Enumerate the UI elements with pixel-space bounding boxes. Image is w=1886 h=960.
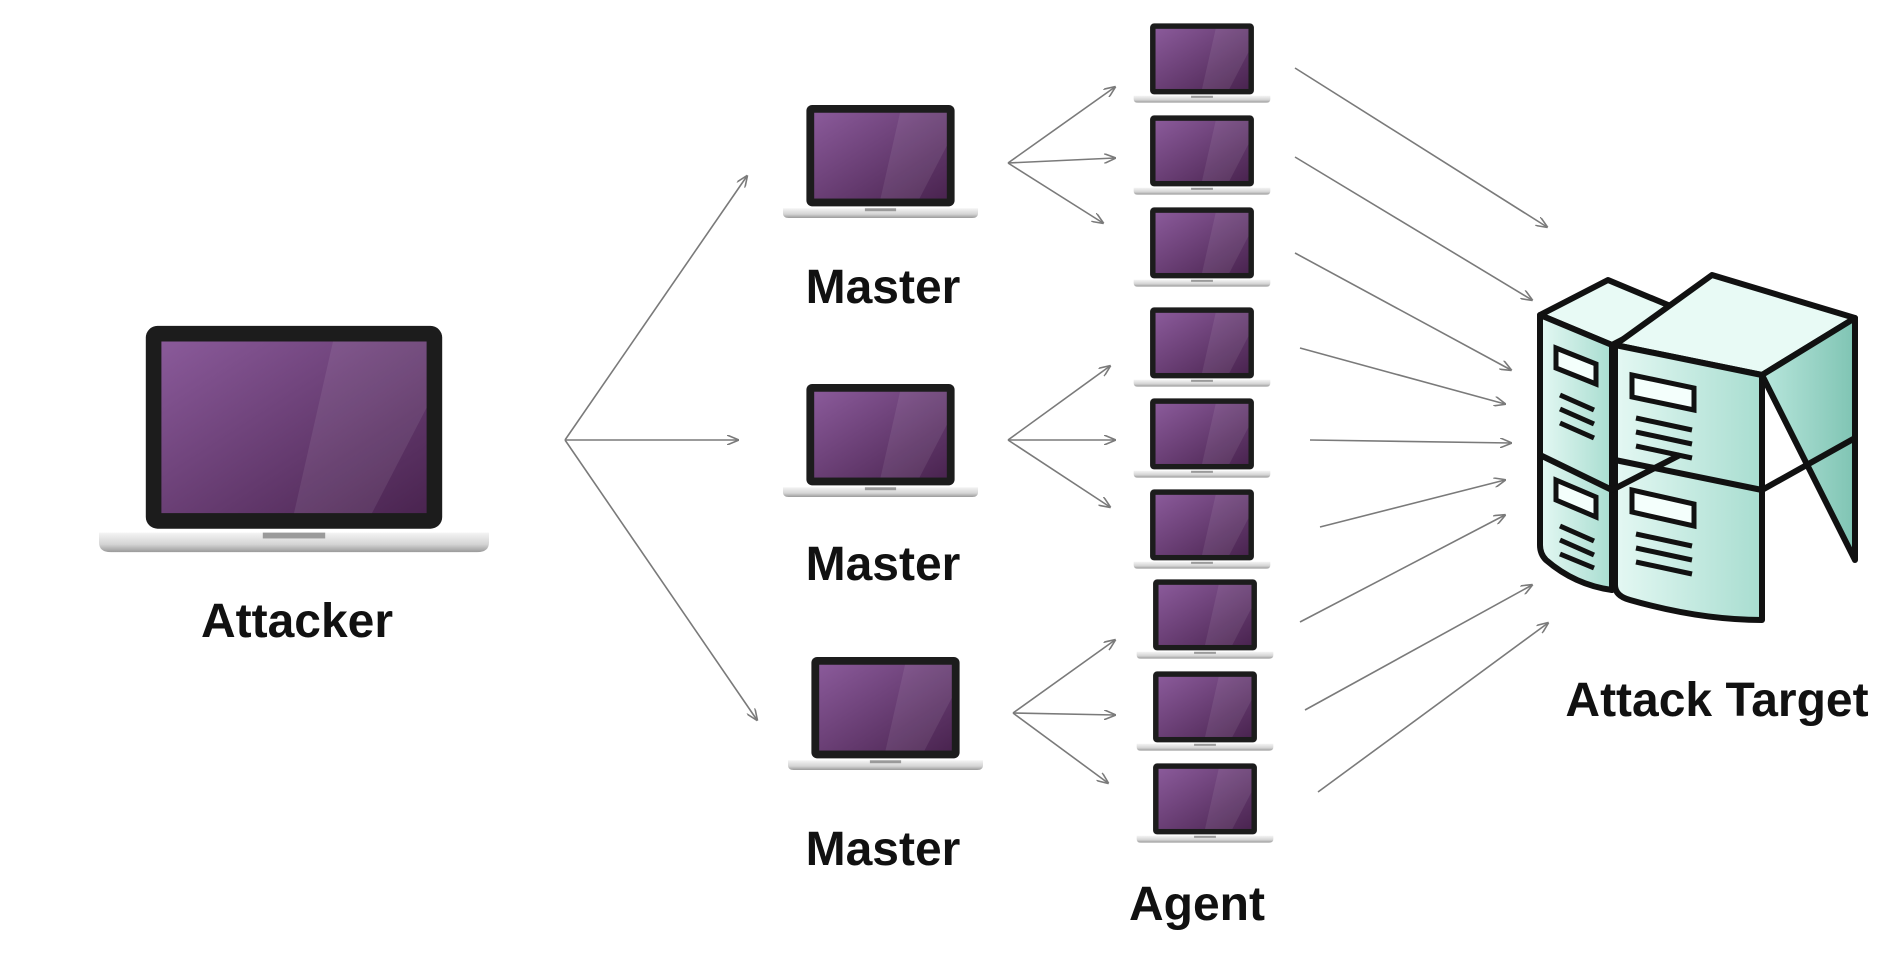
server-slot-details [1553, 344, 1697, 577]
master-label: Master [806, 823, 961, 876]
master-label: Master [806, 261, 961, 314]
attacker-node: Attacker [99, 325, 489, 648]
master-node-2: Master [783, 383, 978, 591]
laptop-icon [1136, 671, 1274, 751]
laptop-icon [1133, 115, 1271, 195]
attack-target-node: Attack Target [1537, 272, 1869, 727]
agent-column: Agent [1129, 23, 1274, 931]
master-node-3: Master [788, 656, 983, 876]
agent-to-target-arrows [1294, 67, 1548, 793]
laptop-icon [1136, 579, 1274, 659]
attacker-label: Attacker [201, 595, 393, 648]
master-label: Master [806, 538, 961, 591]
laptop-icon [788, 656, 983, 771]
laptop-icon [1133, 398, 1271, 478]
master-to-agent-arrows [1007, 87, 1115, 783]
master-node-1: Master [783, 104, 978, 314]
laptop-icon [99, 325, 489, 553]
laptop-icon [1133, 207, 1271, 287]
laptop-icon [1133, 489, 1271, 569]
attack-target-label: Attack Target [1565, 674, 1868, 727]
laptop-icon [1133, 23, 1271, 103]
laptop-icon [783, 383, 978, 498]
server-icon [1537, 272, 1858, 623]
agent-label: Agent [1129, 878, 1265, 931]
laptop-icon [1133, 307, 1271, 387]
attacker-to-master-arrows [564, 176, 757, 720]
laptop-icon [783, 104, 978, 219]
laptop-icon [1136, 763, 1274, 843]
